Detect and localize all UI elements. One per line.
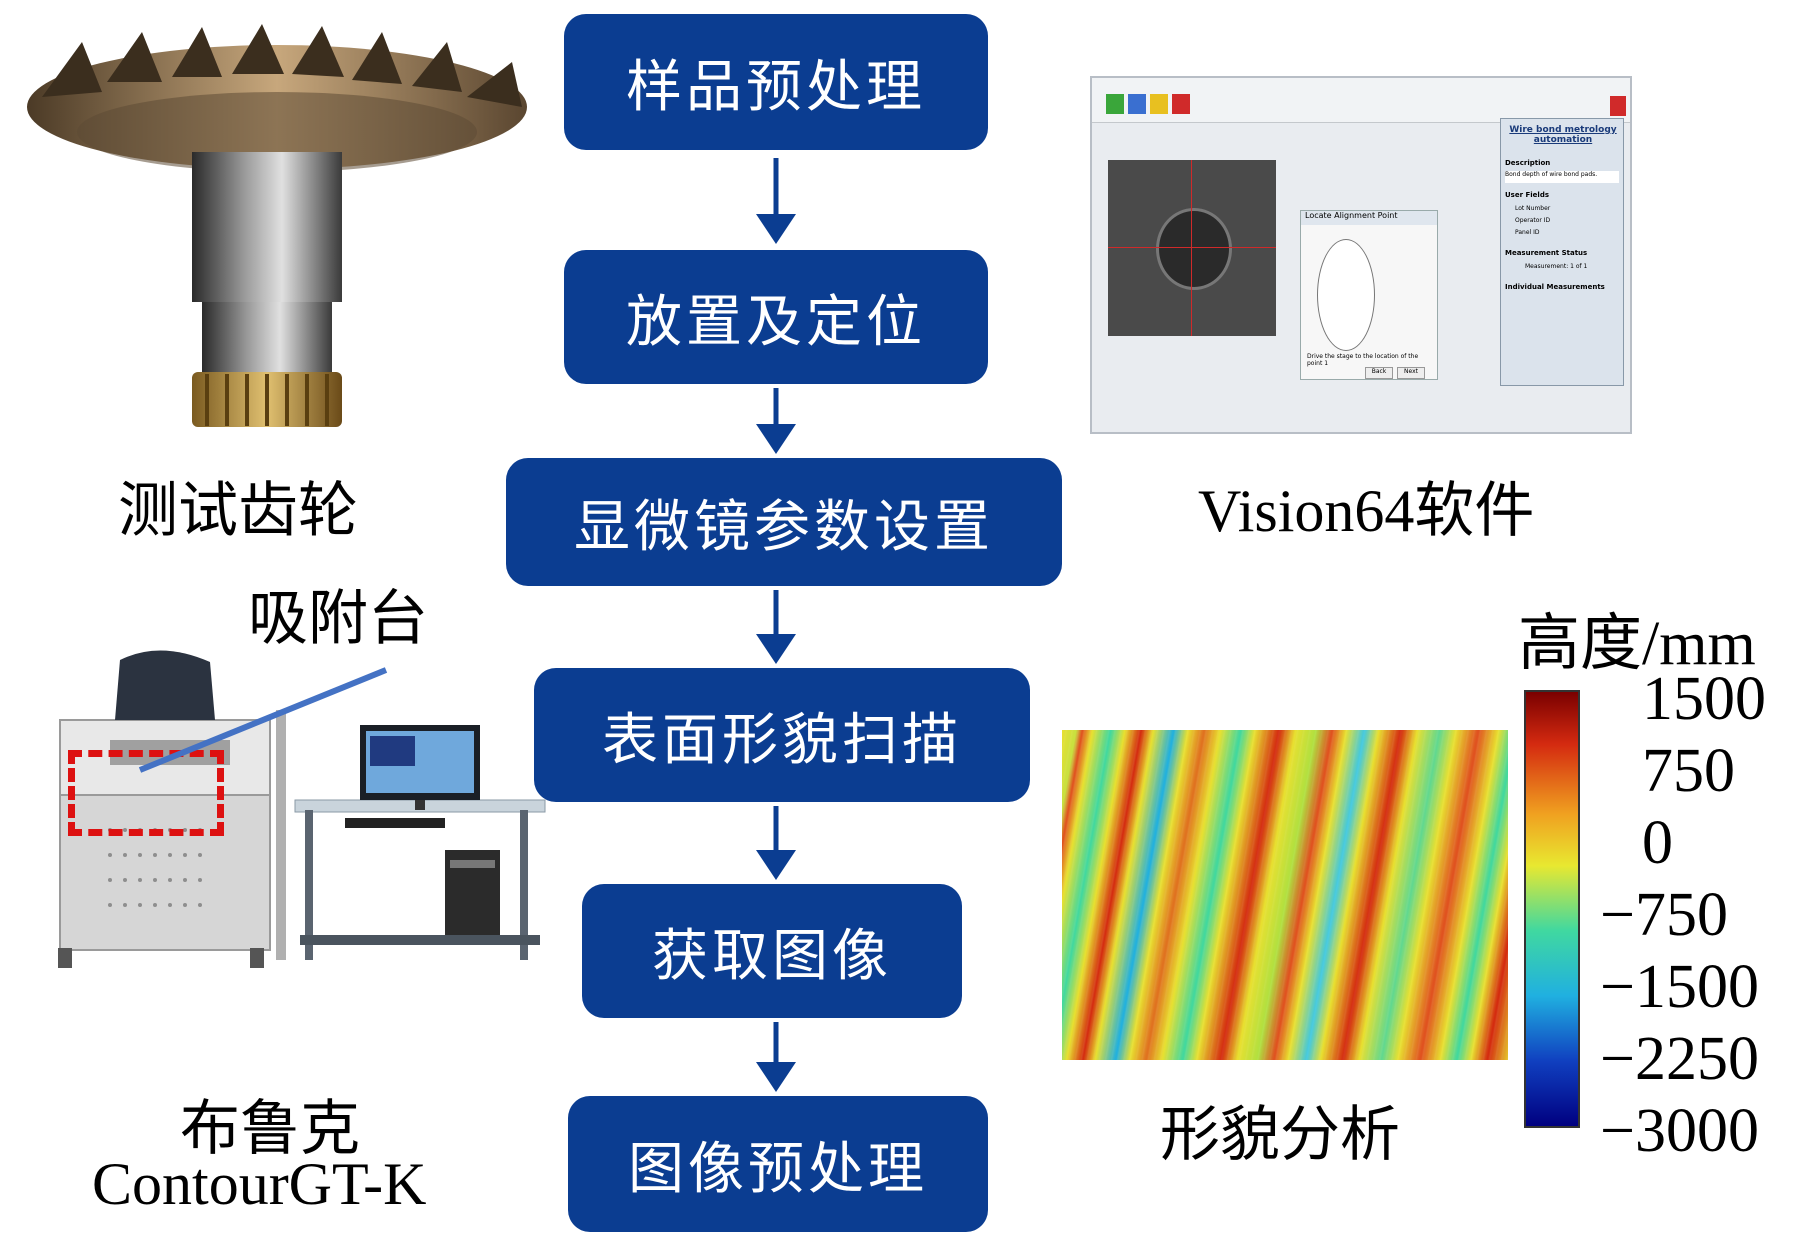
- field-operator-label: Operator ID: [1515, 217, 1551, 224]
- gear-shaft-upper: [192, 152, 342, 302]
- stop-icon[interactable]: [1172, 94, 1190, 114]
- colorbar-title: 高度/mm: [1518, 610, 1756, 678]
- gear-shaft-lower: [202, 302, 332, 372]
- label-morphology-analysis: 形貌分析: [1160, 1100, 1400, 1170]
- colorbar-tick-neg3000: −3000: [1600, 1097, 1759, 1165]
- crosshair-horizontal: [1108, 247, 1276, 248]
- colorbar-tick-neg2250: −2250: [1600, 1025, 1759, 1093]
- field-lot-label: Lot Number: [1515, 205, 1551, 212]
- step-label: 样品预处理: [626, 54, 926, 120]
- label-bruker: 布鲁克: [180, 1096, 360, 1162]
- arrowhead-1: [756, 214, 796, 244]
- back-button[interactable]: Back: [1365, 367, 1393, 379]
- arrowhead-2: [756, 424, 796, 454]
- step-microscope-params: 显微镜参数设置: [506, 458, 1062, 586]
- keyboard: [345, 818, 445, 828]
- step-image-preprocess: 图像预处理: [568, 1096, 988, 1232]
- crosshair-vertical: [1191, 160, 1192, 336]
- alignment-dialog: Locate Alignment Point Drive the stage t…: [1300, 210, 1438, 380]
- wafer-map: [1317, 239, 1375, 351]
- dialog-instruction: Drive the stage to the location of the p…: [1307, 353, 1419, 367]
- step-surface-scan: 表面形貌扫描: [534, 668, 1030, 802]
- description-text: Bond depth of wire bond pads.: [1505, 171, 1619, 183]
- colorbar-tick-1500: 1500: [1642, 665, 1766, 733]
- label-vision64: Vision64软件: [1198, 478, 1535, 544]
- step-acquire-image: 获取图像: [582, 884, 962, 1018]
- panel-title: Wire bond metrology automation: [1509, 125, 1617, 145]
- microscope-cabinet: [59, 789, 271, 951]
- description-label: Description: [1505, 159, 1551, 167]
- pause-icon[interactable]: [1150, 94, 1168, 114]
- colorbar-tick-0: 0: [1642, 809, 1673, 877]
- step-label: 获取图像: [652, 923, 892, 989]
- next-button[interactable]: Next: [1397, 367, 1425, 379]
- dialog-title: Locate Alignment Point: [1301, 211, 1437, 225]
- field-panel-label: Panel ID: [1515, 229, 1540, 236]
- step-place-position: 放置及定位: [564, 250, 988, 384]
- step-label: 表面形貌扫描: [602, 707, 962, 773]
- gear-image: [27, 24, 527, 427]
- close-icon[interactable]: [1610, 96, 1626, 116]
- arrowhead-4: [756, 850, 796, 880]
- morphology-map: [1062, 730, 1508, 1060]
- arrowhead-3: [756, 634, 796, 664]
- pad-feature: [1156, 208, 1232, 290]
- step-label: 显微镜参数设置: [574, 494, 994, 560]
- gear-teeth: [42, 24, 522, 107]
- step-label: 放置及定位: [626, 289, 926, 355]
- colorbar-tick-750: 750: [1642, 737, 1735, 805]
- step-sample-preprocess: 样品预处理: [564, 14, 988, 150]
- label-test-gear: 测试齿轮: [118, 476, 358, 546]
- status-label: Measurement Status: [1505, 249, 1588, 257]
- step-label: 图像预处理: [628, 1136, 928, 1202]
- software-window: Locate Alignment Point Drive the stage t…: [1090, 76, 1632, 434]
- step-icon[interactable]: [1128, 94, 1146, 114]
- colorbar-tick-neg1500: −1500: [1600, 953, 1759, 1021]
- label-vacuum-stage: 吸附台: [248, 584, 428, 654]
- automation-panel: Wire bond metrology automation Descripti…: [1500, 118, 1624, 386]
- label-contour-model: ContourGT-K: [92, 1151, 427, 1217]
- status-text: Measurement: 1 of 1: [1525, 263, 1588, 270]
- run-icon[interactable]: [1106, 94, 1124, 114]
- individual-measurements-label: Individual Measurements: [1505, 283, 1605, 291]
- stage-highlight-box: [68, 750, 224, 836]
- colorbar: [1524, 690, 1580, 1128]
- colorbar-tick-neg750: −750: [1600, 881, 1728, 949]
- user-fields-label: User Fields: [1505, 191, 1549, 199]
- arrowhead-5: [756, 1062, 796, 1092]
- microscope-head: [115, 650, 215, 720]
